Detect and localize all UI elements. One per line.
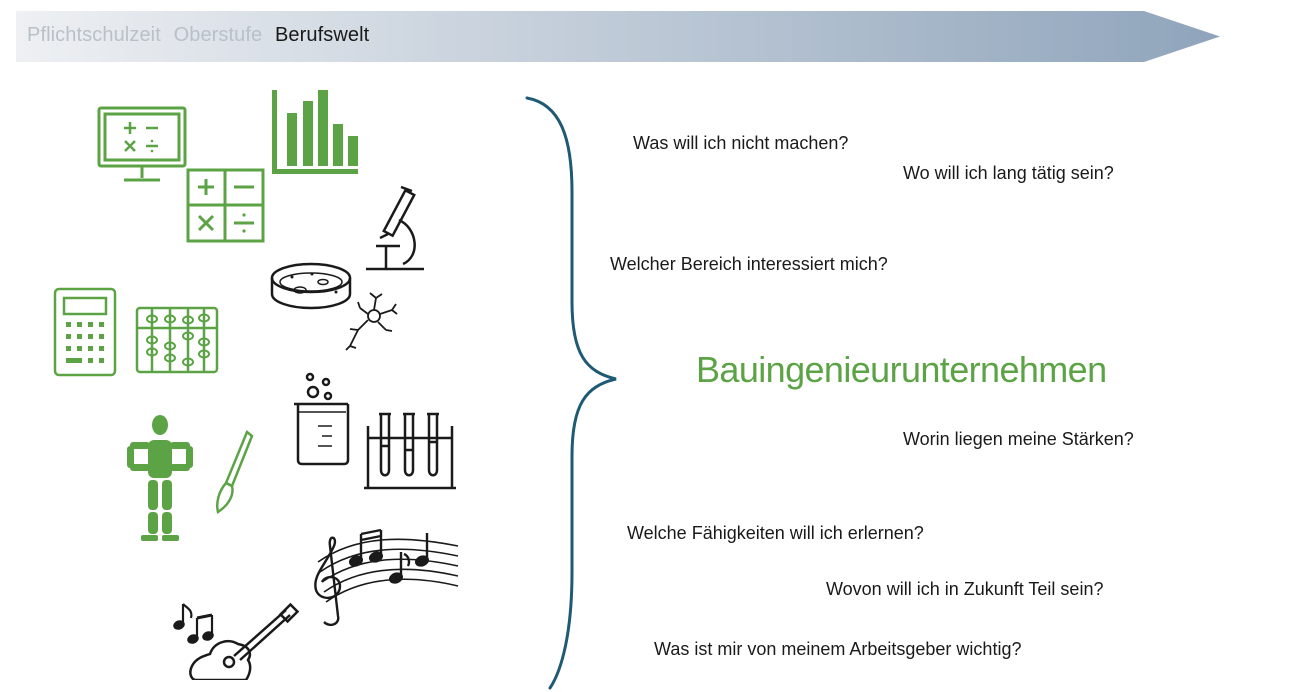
monitor-math-icon — [97, 106, 187, 182]
question-which-area: Welcher Bereich interessiert mich? — [610, 254, 888, 274]
beaker-icon — [294, 372, 350, 466]
breadcrumb-step-pflichtschulzeit: Pflichtschulzeit — [27, 24, 161, 46]
neuron-icon — [345, 292, 398, 351]
breadcrumb-banner: Pflichtschulzeit Oberstufe Berufswelt — [16, 11, 1220, 62]
math-operators-icon — [186, 168, 265, 243]
test-tubes-icon — [364, 412, 456, 490]
curly-brace — [525, 96, 617, 690]
question-skills: Welche Fähigkeiten will ich erlernen? — [627, 523, 924, 543]
breadcrumb-step-oberstufe: Oberstufe — [173, 24, 263, 46]
mannequin-icon — [127, 415, 193, 541]
music-notes-icon — [173, 603, 214, 644]
music-staff-icon — [314, 528, 459, 627]
petri-dish-icon — [270, 262, 352, 310]
icon-collage — [53, 90, 459, 680]
breadcrumb-step-berufswelt: Berufswelt — [274, 24, 370, 46]
abacus-icon — [135, 306, 219, 374]
center-label: Bauingenieurunternehmen — [696, 349, 1107, 390]
question-employer: Was ist mir von meinem Arbeitsgeber wich… — [654, 639, 1022, 659]
breadcrumb: Pflichtschulzeit Oberstufe Berufswelt — [27, 24, 376, 47]
guitar-icon — [189, 602, 300, 680]
microscope-icon — [366, 185, 424, 271]
question-where-long: Wo will ich lang tätig sein? — [903, 163, 1114, 183]
calculator-icon — [53, 287, 117, 377]
question-strengths: Worin liegen meine Stärken? — [903, 429, 1134, 449]
bar-chart-icon — [272, 90, 358, 174]
question-what-not: Was will ich nicht machen? — [633, 133, 849, 153]
paintbrush-icon — [216, 429, 254, 515]
question-future: Wovon will ich in Zukunft Teil sein? — [826, 579, 1104, 599]
